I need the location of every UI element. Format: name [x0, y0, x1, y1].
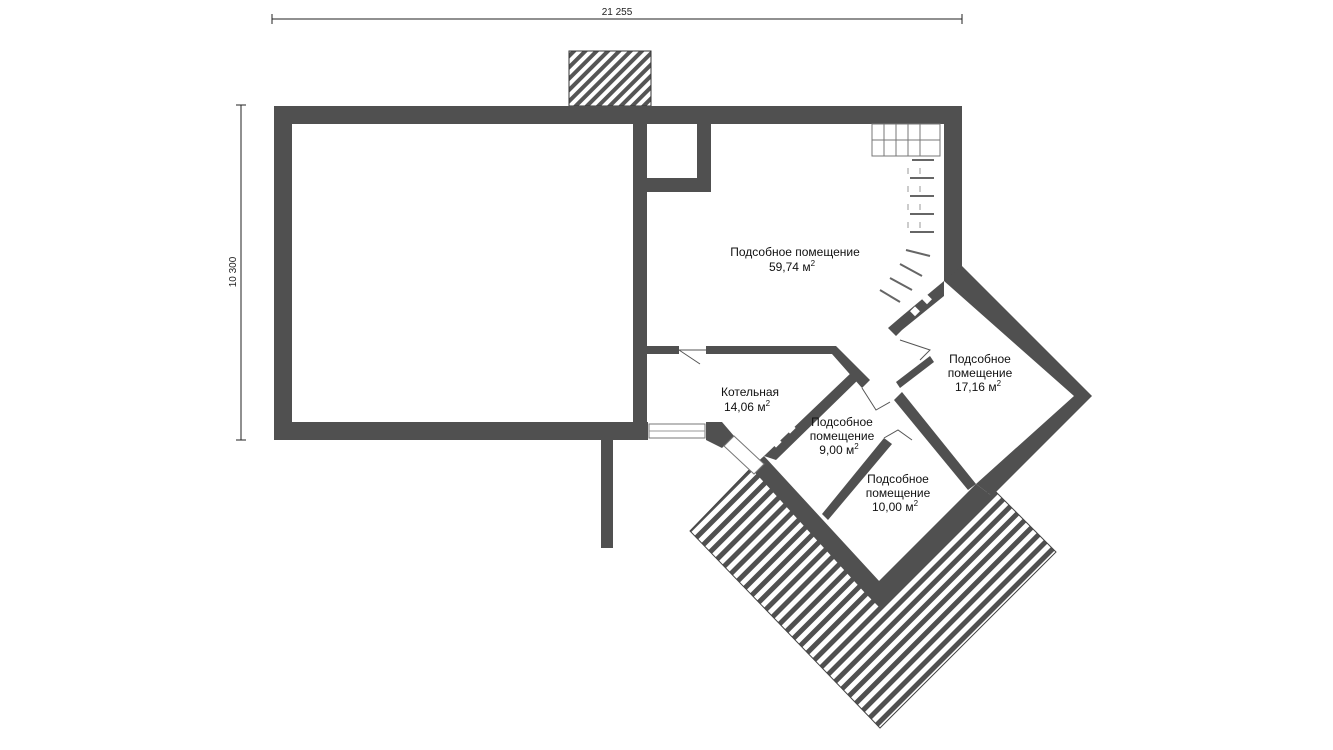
room-name: Подсобное: [949, 352, 1011, 366]
svg-text:9,00 м2: 9,00 м2: [819, 442, 859, 457]
room-name: Подсобное помещение: [730, 245, 860, 259]
svg-text:59,74 м2: 59,74 м2: [769, 259, 816, 274]
room-label-10: Подсобное помещение 10,00 м2: [866, 472, 931, 514]
room-label-17: Подсобное помещение 17,16 м2: [948, 352, 1013, 394]
room-name-line2: помещение: [866, 486, 931, 500]
doors: [678, 339, 931, 441]
room-label-59: Подсобное помещение 59,74 м2: [730, 245, 860, 274]
room-name: Подсобное: [867, 472, 929, 486]
svg-text:10,00 м2: 10,00 м2: [872, 499, 919, 514]
room-area: 17,16 м: [955, 380, 997, 394]
area-unit-power: 2: [997, 379, 1002, 388]
height-dimension: 10 300: [228, 104, 246, 441]
area-unit-power: 2: [854, 442, 859, 451]
room-name: Подсобное: [811, 415, 873, 429]
area-unit-power: 2: [914, 499, 919, 508]
width-dimension: 21 255: [271, 7, 963, 24]
svg-text:17,16 м2: 17,16 м2: [955, 379, 1002, 394]
staircase: [871, 123, 941, 303]
room-area: 10,00 м: [872, 500, 914, 514]
area-unit-power: 2: [811, 259, 816, 268]
room-name: Котельная: [721, 385, 779, 399]
room-name-line2: помещение: [810, 429, 875, 443]
window-openings: [648, 294, 932, 475]
width-dimension-label: 21 255: [602, 7, 633, 18]
room-area: 9,00 м: [819, 443, 854, 457]
room-area: 14,06 м: [724, 400, 766, 414]
room-name-line2: помещение: [948, 366, 1013, 380]
room-label-9: Подсобное помещение 9,00 м2: [810, 415, 875, 457]
rotated-wing-walls: [751, 266, 1092, 608]
svg-text:14,06 м2: 14,06 м2: [724, 399, 771, 414]
room-label-14: Котельная 14,06 м2: [721, 385, 779, 414]
room-area: 59,74 м: [769, 260, 811, 274]
area-unit-power: 2: [766, 399, 771, 408]
height-dimension-label: 10 300: [228, 256, 239, 287]
main-walls: [274, 106, 962, 548]
chimney: [568, 50, 652, 107]
